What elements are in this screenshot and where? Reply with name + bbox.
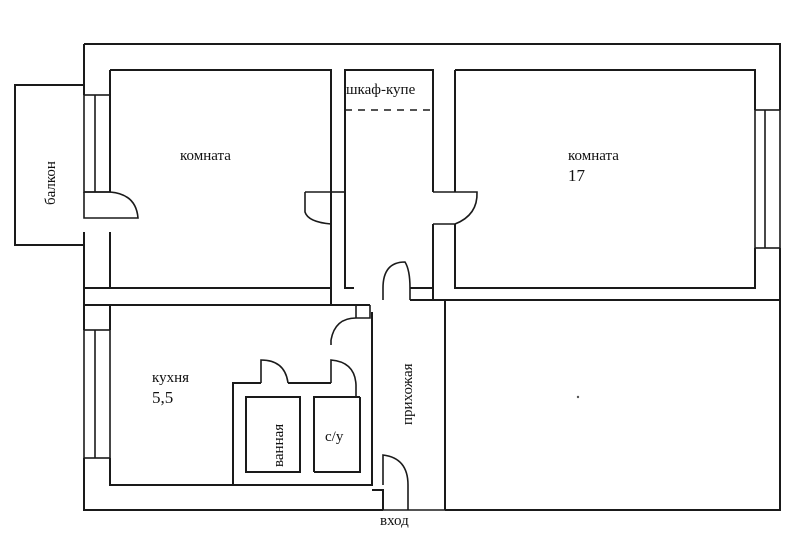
wardrobe-label: шкаф-купе xyxy=(346,82,416,98)
right-window xyxy=(754,109,781,249)
entrance-door xyxy=(372,454,445,511)
balcony-label: балкон xyxy=(43,161,59,205)
room-right-area: 17 xyxy=(568,166,586,185)
room-right-label: комната xyxy=(568,148,619,164)
room-left-label: комната xyxy=(180,148,231,164)
hallway-label: прихожая xyxy=(400,363,416,425)
kitchen-door xyxy=(330,305,371,345)
kitchen-label: кухня xyxy=(152,370,189,386)
kitchen-area: 5,5 xyxy=(152,388,173,407)
toilet-label: с/у xyxy=(325,429,344,445)
right-room-door xyxy=(433,191,478,225)
balcony-door xyxy=(83,191,139,219)
left-room-door xyxy=(304,191,345,225)
stray-dot xyxy=(576,395,580,399)
bathroom-label: ванная xyxy=(271,424,287,467)
left-window xyxy=(83,94,111,193)
balcony xyxy=(14,84,84,246)
hallway-door xyxy=(382,261,411,300)
entrance-label: вход xyxy=(380,513,409,529)
right-room-walls xyxy=(110,69,780,510)
bath-toilet-block xyxy=(232,359,361,485)
kitchen-window xyxy=(83,329,111,459)
